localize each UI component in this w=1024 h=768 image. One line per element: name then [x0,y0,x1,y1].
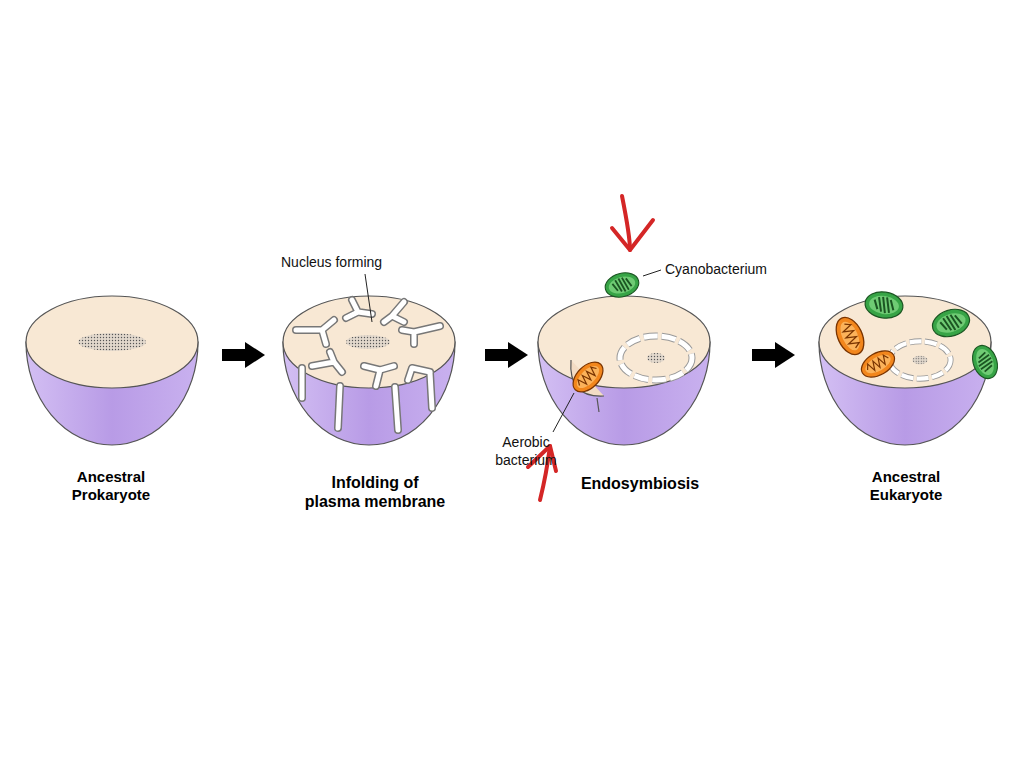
infolding-cell-part [346,335,390,349]
endosymbiosis-cell-part [567,356,608,397]
infolding-cell-part-part [312,352,342,372]
stage-caption: Infolding of plasma membrane [303,473,447,511]
cell-stage: Ancestral Eukaryote [795,290,1017,515]
infolding-cell-part-part [296,320,334,344]
endosymbiosis-cell-part [620,336,692,380]
infolding-cell-part [296,300,440,430]
process-arrow [752,342,795,368]
arrow-shaft [222,349,247,361]
callout-label: Cyanobacterium [665,261,795,279]
leader-line [553,393,574,432]
process-arrow [222,342,265,368]
leader-line [643,270,661,276]
eukaryote-cell-part [857,345,899,382]
infolding-cell-part-part [408,368,430,380]
infolding-cell-part-part [312,352,342,372]
infolding-cell-part-part [402,326,440,344]
endosymbiosis-cell-part [538,296,710,445]
callout-label: Aerobic bacterium [488,434,564,469]
cell-stage: Endosymbiosis [528,290,752,515]
infolding-cell-part-part [384,302,404,322]
eukaryote-cell-part [819,296,991,445]
callout-label: Nucleus forming [281,254,411,272]
arrow-head [508,342,528,368]
cell-stage: Ancestral Prokaryote [0,290,222,515]
prokaryote-cell [26,296,198,445]
arrow-shaft [485,349,510,361]
arrow-shaft [752,349,777,361]
eukaryote-cell-part [968,342,1002,382]
eukaryote-cell [819,289,1002,445]
arrow-head [245,342,265,368]
eukaryote-cell-part [863,289,904,320]
prokaryote-cell-part [26,296,198,445]
infolding-cell-part [283,296,455,445]
arrow-head [775,342,795,368]
infolding-cell-part-part [346,300,372,318]
infolding-cell-part-part [364,366,394,386]
infolding-cell-part [296,300,440,430]
infolding-cell-part-part [402,326,440,344]
endosymbiosis-cell-part [602,269,641,300]
infolding-cell-part-part [296,320,334,344]
endosymbiosis-cell-part [597,398,599,412]
prokaryote-cell-part [78,333,146,351]
infolding-cell-part-part [346,300,372,318]
infolding-cell-part-part [302,368,432,430]
leader-line [365,274,372,322]
infolding-cell-part-part [302,368,432,430]
eukaryote-cell-part [889,341,950,378]
infolding-cell-part-part [384,302,404,322]
endosymbiosis-cell [538,269,710,445]
process-arrow [485,342,528,368]
cell-stage: Infolding of plasma membrane [265,290,485,519]
eukaryote-cell-part [831,313,870,359]
infolding-cell [283,274,455,445]
red-annotation-arrow-part [612,220,653,250]
eukaryote-cell-part [929,305,973,341]
stage-caption: Endosymbiosis [581,474,699,493]
stage-caption: Ancestral Eukaryote [851,468,961,504]
infolding-cell-part-part [364,366,394,386]
stage-caption: Ancestral Prokaryote [56,468,166,504]
